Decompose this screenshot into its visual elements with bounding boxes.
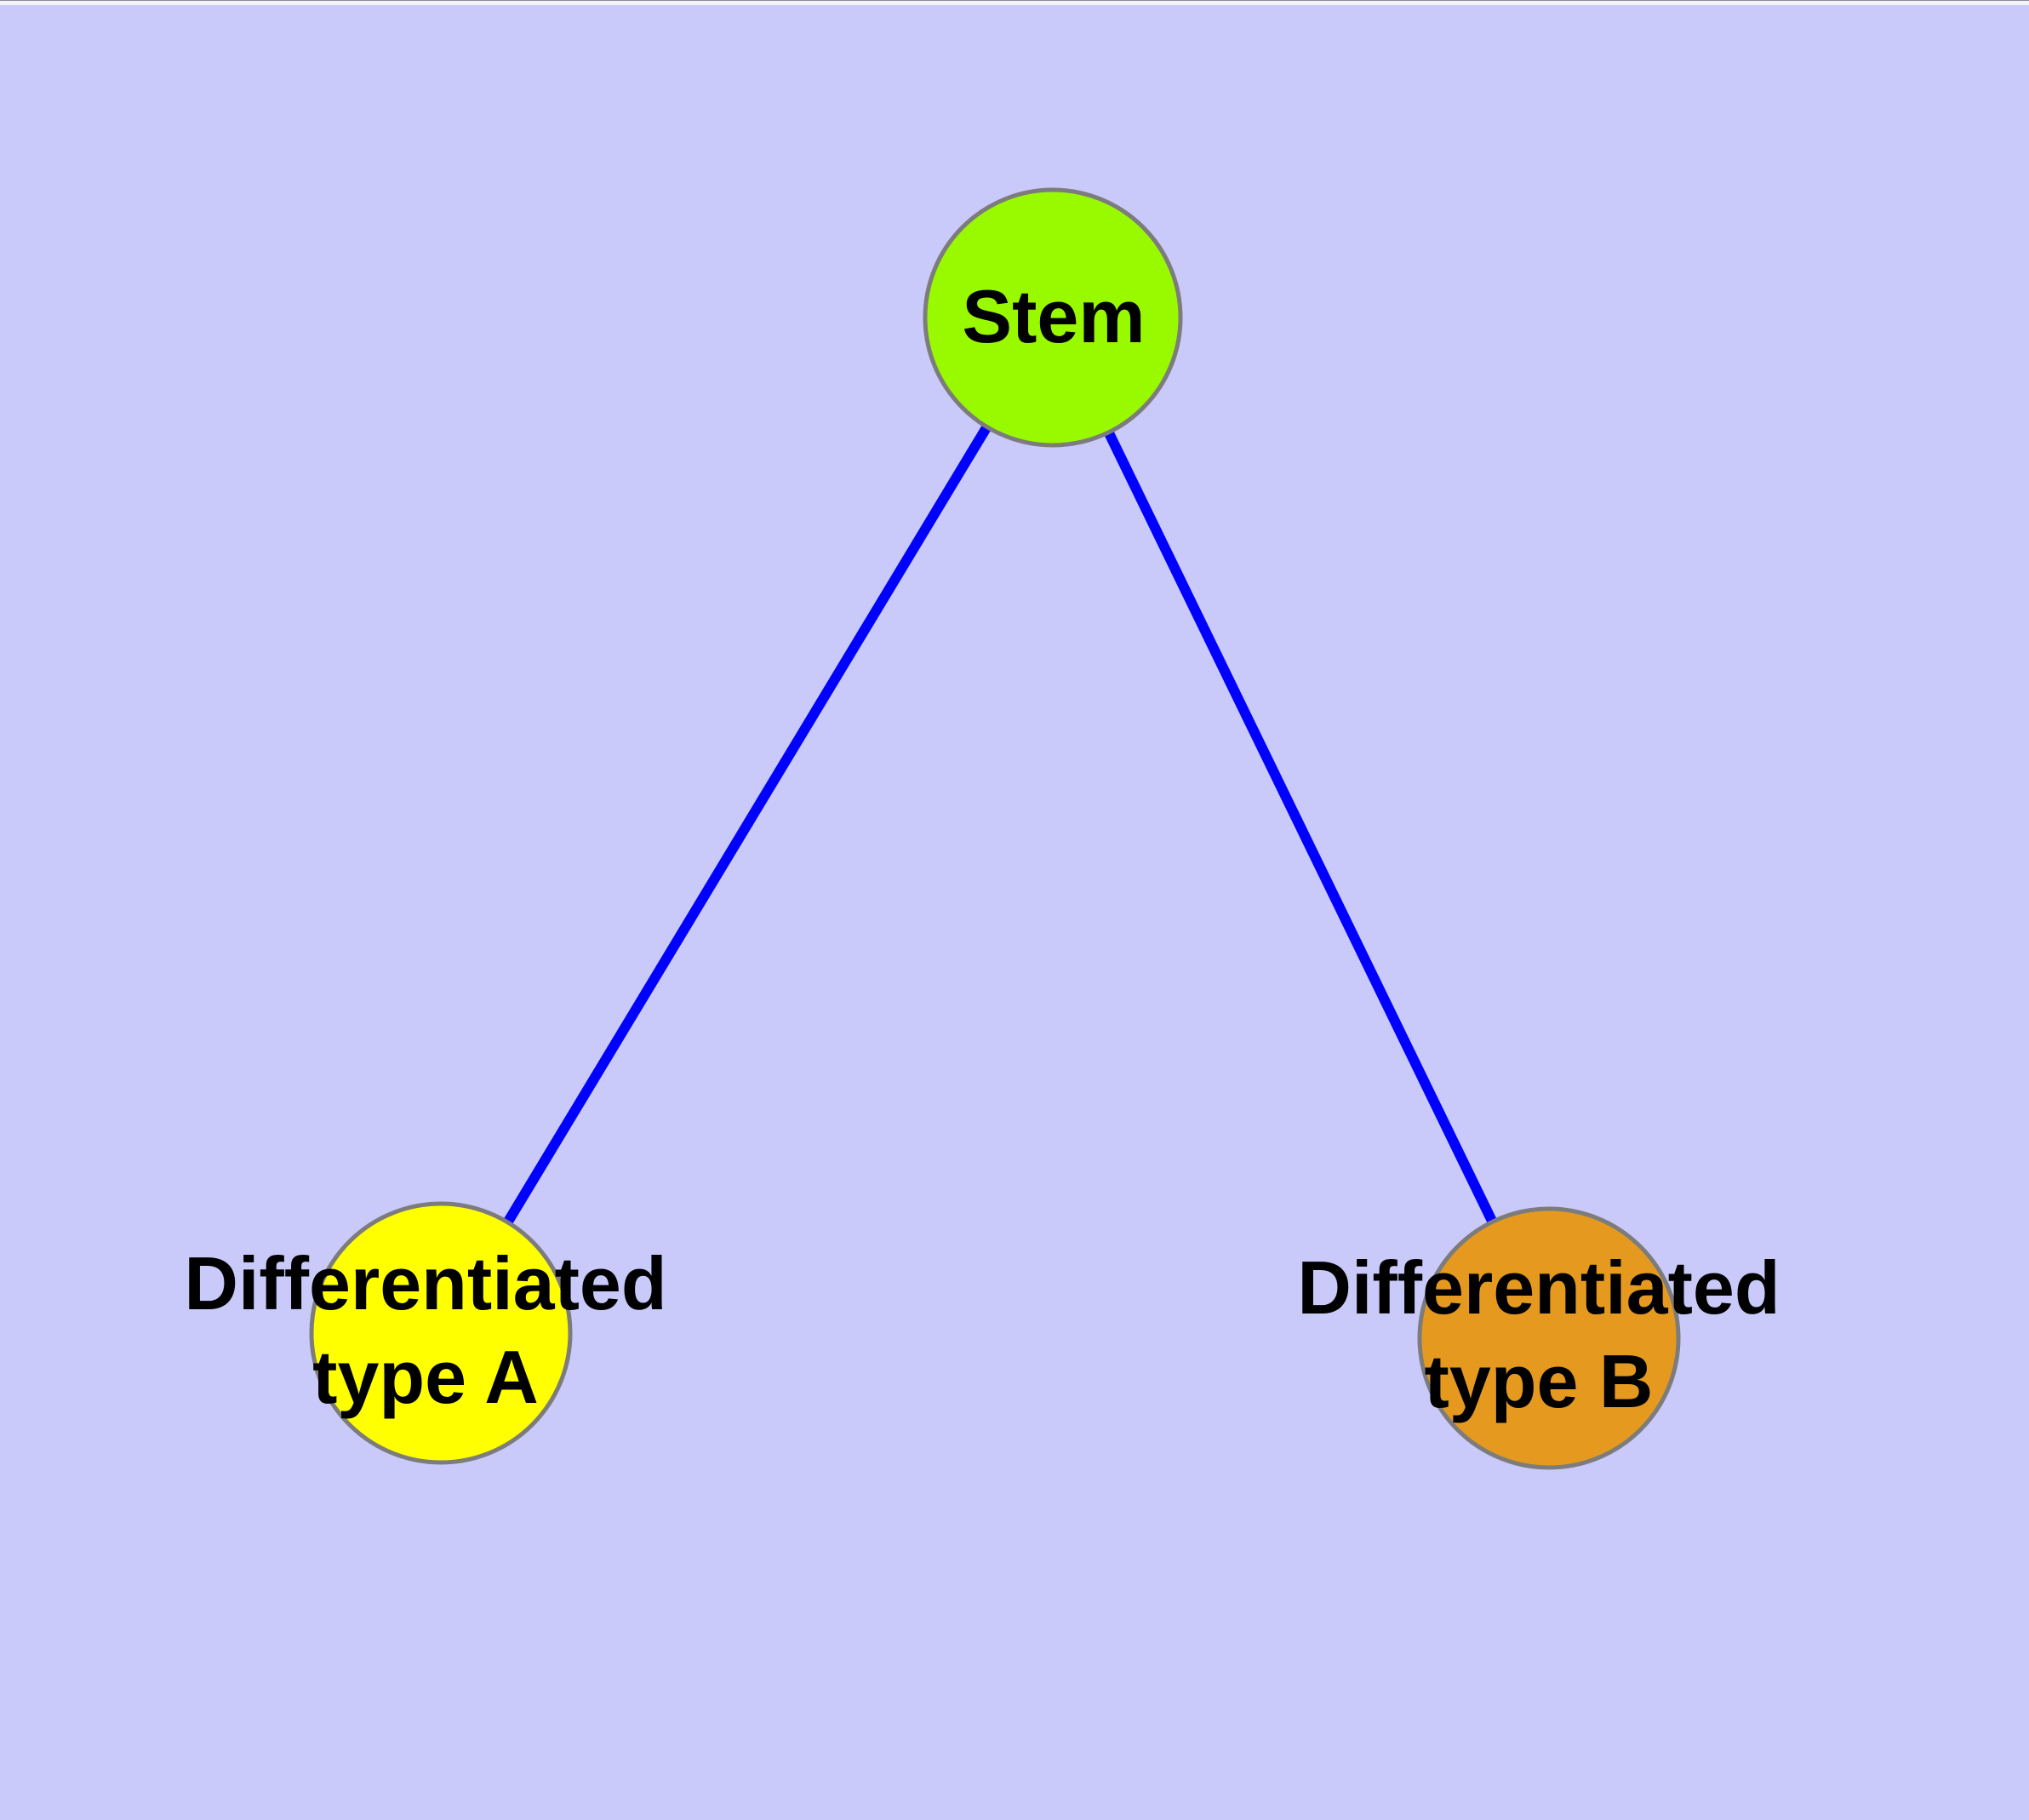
window-top-edge: [0, 0, 2029, 5]
node-stem: [923, 187, 1183, 448]
node-differentiated-type-b: [1417, 1206, 1681, 1470]
node-differentiated-type-a: [309, 1201, 573, 1465]
edge-stem-to-type-b: [1048, 315, 1554, 1341]
edge-stem-to-type-a: [436, 314, 1058, 1336]
